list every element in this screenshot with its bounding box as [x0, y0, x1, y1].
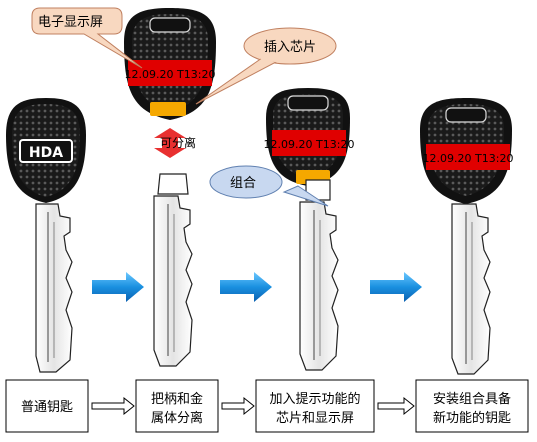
chip-slot-2 — [150, 102, 186, 116]
screen-text-4: 12.09.20 T13:20 — [423, 152, 514, 165]
step-2-line-1: 把柄和金 — [151, 391, 203, 407]
callout-display-screen: 电子显示屏 — [31, 7, 143, 69]
step-1-line-1: 普通钥匙 — [21, 400, 73, 415]
step-4-line-1: 安装组合具备 — [433, 391, 511, 407]
callout-combine: 组合 — [209, 165, 329, 207]
step-3-line-2: 芯片和显示屏 — [276, 411, 354, 426]
flow-arrow-1 — [92, 272, 144, 302]
step-box-3 — [255, 379, 375, 433]
step-4-line-2: 新功能的钥匙 — [433, 410, 511, 426]
step-box-1 — [5, 379, 89, 433]
key-new-function: 12.09.20 T13:20 — [420, 98, 514, 375]
callout-chip-text: 插入芯片 — [264, 40, 316, 55]
display-screen-3 — [272, 130, 346, 156]
step-box-4 — [415, 379, 529, 433]
callout-display-text: 电子显示屏 — [38, 15, 103, 30]
flow-arrow-2 — [220, 272, 272, 302]
process-flow: 普通钥匙 把柄和金 属体分离 加入提示功能的 芯片和显示屏 安装组合具备 新功能… — [5, 379, 529, 433]
key-combining: 12.09.20 T13:20 — [264, 88, 355, 371]
step-arrow-1 — [91, 396, 135, 416]
separate-arrow — [154, 128, 186, 158]
step-box-2 — [135, 379, 219, 433]
step-3-line-1: 加入提示功能的 — [269, 391, 360, 407]
display-screen-2 — [128, 60, 212, 86]
callout-combine-text: 组合 — [230, 176, 256, 191]
step-arrow-2 — [221, 396, 255, 416]
key-ordinary: HDA — [6, 98, 86, 373]
screen-text-2: 12.09.20 T13:20 — [125, 68, 216, 81]
flow-arrow-3 — [370, 272, 422, 302]
flow-arrows — [92, 272, 422, 302]
separate-label: 可分离 — [160, 135, 196, 150]
screen-text-3: 12.09.20 T13:20 — [264, 138, 355, 151]
step-arrow-3 — [377, 396, 415, 416]
display-screen-4 — [426, 144, 510, 170]
logo-text: HDA — [29, 145, 63, 161]
callout-insert-chip: 插入芯片 — [195, 27, 337, 105]
step-2-line-2: 属体分离 — [151, 410, 203, 426]
key-separated: 12.09.20 T13:20 可分离 — [124, 8, 216, 367]
